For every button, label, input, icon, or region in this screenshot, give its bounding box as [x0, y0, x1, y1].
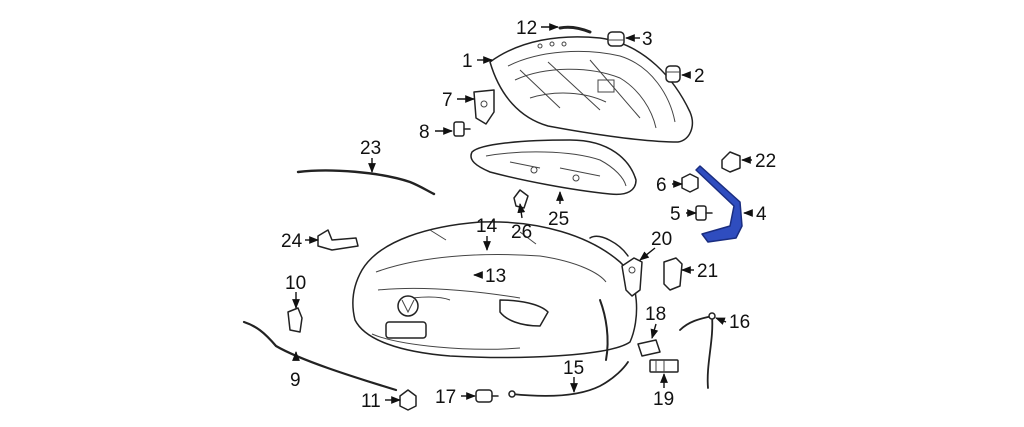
hood-seal-strip[interactable] [558, 25, 592, 34]
bumper-stop-2[interactable] [665, 65, 681, 83]
release-handle-19[interactable] [649, 359, 679, 373]
cable-end-16 [708, 312, 716, 320]
callout-13[interactable]: 13 [485, 266, 506, 287]
clamp-10[interactable] [287, 307, 303, 333]
callout-10[interactable]: 10 [285, 273, 306, 294]
callout-labels: 1 2 3 4 5 6 7 8 9 10 11 12 13 14 15 16 1… [281, 18, 776, 412]
callout-17[interactable]: 17 [435, 387, 456, 408]
callout-23[interactable]: 23 [360, 138, 381, 159]
cable-end-15 [508, 390, 516, 398]
release-cable-16[interactable] [679, 315, 714, 389]
callout-7[interactable]: 7 [442, 90, 453, 111]
callout-11[interactable]: 11 [361, 391, 381, 412]
callout-19[interactable]: 19 [653, 389, 674, 410]
latch-part-21[interactable] [663, 257, 683, 291]
bumper-stop-3[interactable] [607, 31, 625, 47]
support-rod-9[interactable] [242, 320, 398, 392]
callout-21[interactable]: 21 [697, 261, 718, 282]
hood-hinge-bracket-7[interactable] [473, 89, 495, 125]
callout-9[interactable]: 9 [290, 370, 301, 391]
callout-2[interactable]: 2 [694, 66, 705, 87]
hood-panel[interactable] [489, 36, 694, 143]
hood-support-rod[interactable] [296, 169, 436, 196]
callout-16[interactable]: 16 [729, 312, 750, 333]
hinge-bolt-8[interactable] [453, 121, 471, 137]
release-handle-18[interactable] [637, 339, 661, 357]
bolt-5[interactable] [695, 205, 713, 221]
hood-insulation-pad[interactable] [470, 139, 637, 196]
callout-5[interactable]: 5 [670, 204, 681, 225]
latch-bracket-24[interactable] [317, 229, 359, 251]
latch-part-20[interactable] [621, 257, 643, 297]
insulation-clip-26[interactable] [513, 189, 529, 209]
nut-6[interactable] [681, 173, 699, 193]
callout-3[interactable]: 3 [642, 29, 653, 50]
callout-8[interactable]: 8 [419, 122, 430, 143]
callout-25[interactable]: 25 [548, 209, 569, 230]
nut-11[interactable] [399, 389, 417, 411]
callout-14[interactable]: 14 [476, 216, 498, 237]
callout-24[interactable]: 24 [281, 231, 303, 252]
callout-20[interactable]: 20 [651, 229, 672, 250]
vehicle-front-body [352, 221, 638, 361]
bumper-stop-22[interactable] [721, 151, 741, 173]
hood-prop-rod-4[interactable] [695, 165, 743, 243]
callout-26[interactable]: 26 [511, 222, 532, 243]
callout-18[interactable]: 18 [645, 304, 666, 325]
callout-15[interactable]: 15 [563, 358, 584, 379]
callout-22[interactable]: 22 [755, 151, 776, 172]
release-cable-15[interactable] [511, 361, 629, 397]
clip-17[interactable] [475, 389, 499, 403]
callout-12[interactable]: 12 [516, 18, 537, 39]
callout-1[interactable]: 1 [462, 51, 473, 72]
callout-6[interactable]: 6 [656, 175, 667, 196]
leader-lines [292, 23, 753, 404]
callout-4[interactable]: 4 [756, 204, 767, 225]
